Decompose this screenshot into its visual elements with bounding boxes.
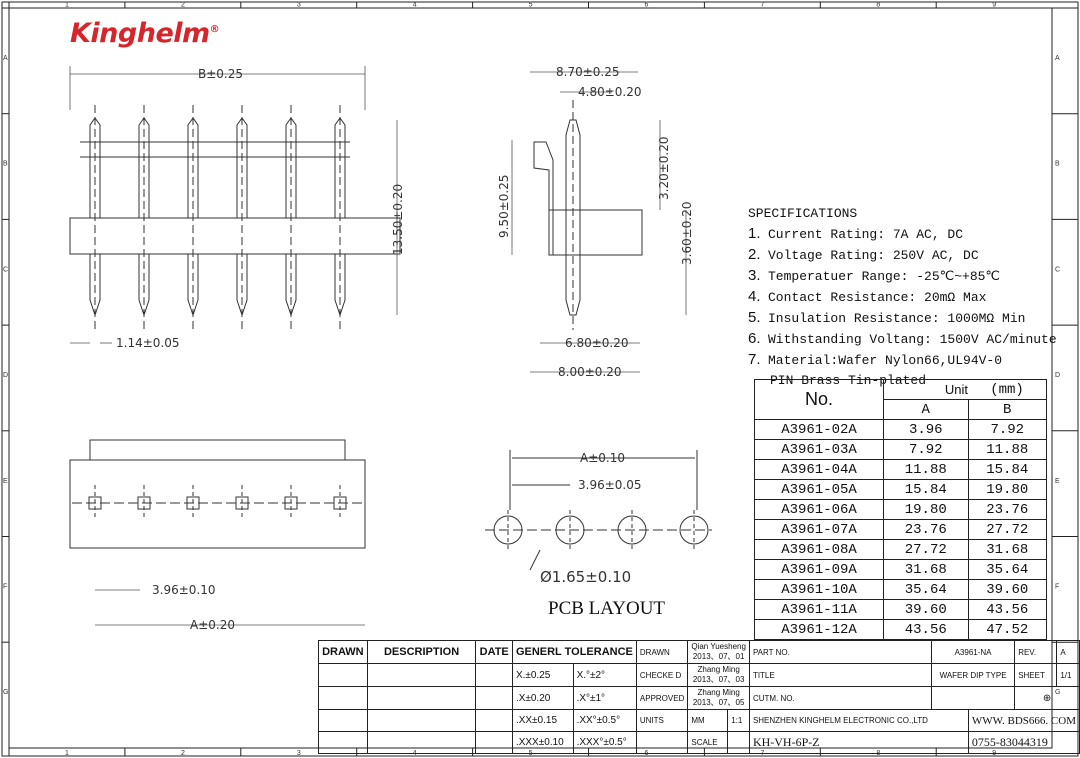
tb-tolerance: GENERL TOLERANCE [511, 640, 637, 664]
row-label: D [3, 372, 8, 379]
kinghelm-logo: Kinghelm® [70, 18, 220, 49]
row-label: E [1055, 478, 1060, 485]
col-label: 8 [876, 2, 880, 9]
col-label: 4 [413, 2, 417, 9]
row-label: C [3, 266, 8, 273]
col-label: 7 [760, 750, 764, 757]
spec-item: 4.Contact Resistance: 20mΩ Max [748, 288, 987, 305]
row-label: D [1055, 372, 1060, 379]
row-label: C [1055, 266, 1060, 273]
dim-b: B±0.25 [198, 67, 243, 81]
spec-item: 2.Voltage Rating: 250V AC, DC [748, 246, 979, 263]
col-label: 6 [645, 2, 649, 9]
dim-pcb-a: A±0.10 [580, 451, 625, 465]
spec-item: 6.Withstanding Voltang: 1500V AC/minute [748, 330, 1057, 347]
dim-1-14: 1.14±0.05 [116, 336, 180, 350]
spec-item: 7.Material:Wafer Nylon66,UL94V-0 [748, 351, 1003, 368]
dim-pitch: 3.96±0.10 [152, 583, 216, 597]
row-label: F [1055, 584, 1059, 591]
spec-item: 5.Insulation Resistance: 1000MΩ Min [748, 309, 1026, 326]
dim-6-80: 6.80±0.20 [565, 336, 629, 350]
bottom-view [69, 439, 366, 549]
side-view [533, 100, 643, 330]
row-label: E [3, 478, 8, 485]
pcb-holes [485, 450, 712, 571]
spec-item: 3.Temperatuer Range: -25℃~+85℃ [748, 267, 1001, 284]
unit-mm: (mm) [968, 379, 1047, 400]
dim-pcb-hole: Ø1.65±0.10 [540, 568, 631, 586]
dim-4-80: 4.80±0.20 [578, 85, 642, 99]
dim-9-50: 9.50±0.25 [497, 175, 511, 239]
col-label: 9 [992, 750, 996, 757]
col-label: 6 [645, 750, 649, 757]
col-label: 7 [760, 2, 764, 9]
row-label: A [1055, 55, 1060, 62]
row-label: B [1055, 161, 1060, 168]
tb-drawn-label: DRAWN [635, 640, 689, 664]
col-label: 3 [297, 750, 301, 757]
col-label: 1 [65, 750, 69, 757]
dim-3-60: 3.60±0.20 [680, 202, 694, 266]
spec-item: 1.Current Rating: 7A AC, DC [748, 225, 964, 242]
col-label: 4 [413, 750, 417, 757]
col-label: 2 [181, 2, 185, 9]
col-b: B [967, 399, 1047, 420]
col-label: 3 [297, 2, 301, 9]
col-label: 2 [181, 750, 185, 757]
specifications: SPECIFICATIONS 1.Current Rating: 7A AC, … [748, 204, 1057, 391]
projection-icon: ⊕ [1014, 686, 1080, 710]
row-label: B [3, 161, 8, 168]
dim-a-020: A±0.20 [190, 618, 235, 632]
unit-label: Unit [883, 379, 968, 400]
col-label: 1 [65, 2, 69, 9]
tb-description: DESCRIPTION [366, 640, 477, 664]
row-label: F [3, 584, 7, 591]
front-view [69, 105, 401, 330]
col-label: 8 [876, 750, 880, 757]
dim-13-50: 13.50±0.20 [391, 184, 405, 255]
col-label: 9 [992, 2, 996, 9]
row-label: G [3, 689, 8, 696]
no-header: No. [754, 379, 884, 420]
dim-8-70: 8.70±0.25 [556, 65, 620, 79]
col-label: 5 [529, 2, 533, 9]
dim-pcb-pitch: 3.96±0.05 [578, 478, 642, 492]
tb-date: DATE [475, 640, 513, 664]
title-block: DRAWN DESCRIPTION DATE GENERL TOLERANCE … [318, 640, 1080, 754]
col-a: A [883, 399, 969, 420]
tb-drawn: DRAWN [318, 640, 368, 664]
pcb-layout-label: PCB LAYOUT [548, 598, 666, 619]
dim-8-00: 8.00±0.20 [558, 365, 622, 379]
specs-title: SPECIFICATIONS [748, 206, 858, 221]
dim-3-20: 3.20±0.20 [657, 137, 671, 201]
row-label: A [3, 55, 8, 62]
col-label: 5 [529, 750, 533, 757]
